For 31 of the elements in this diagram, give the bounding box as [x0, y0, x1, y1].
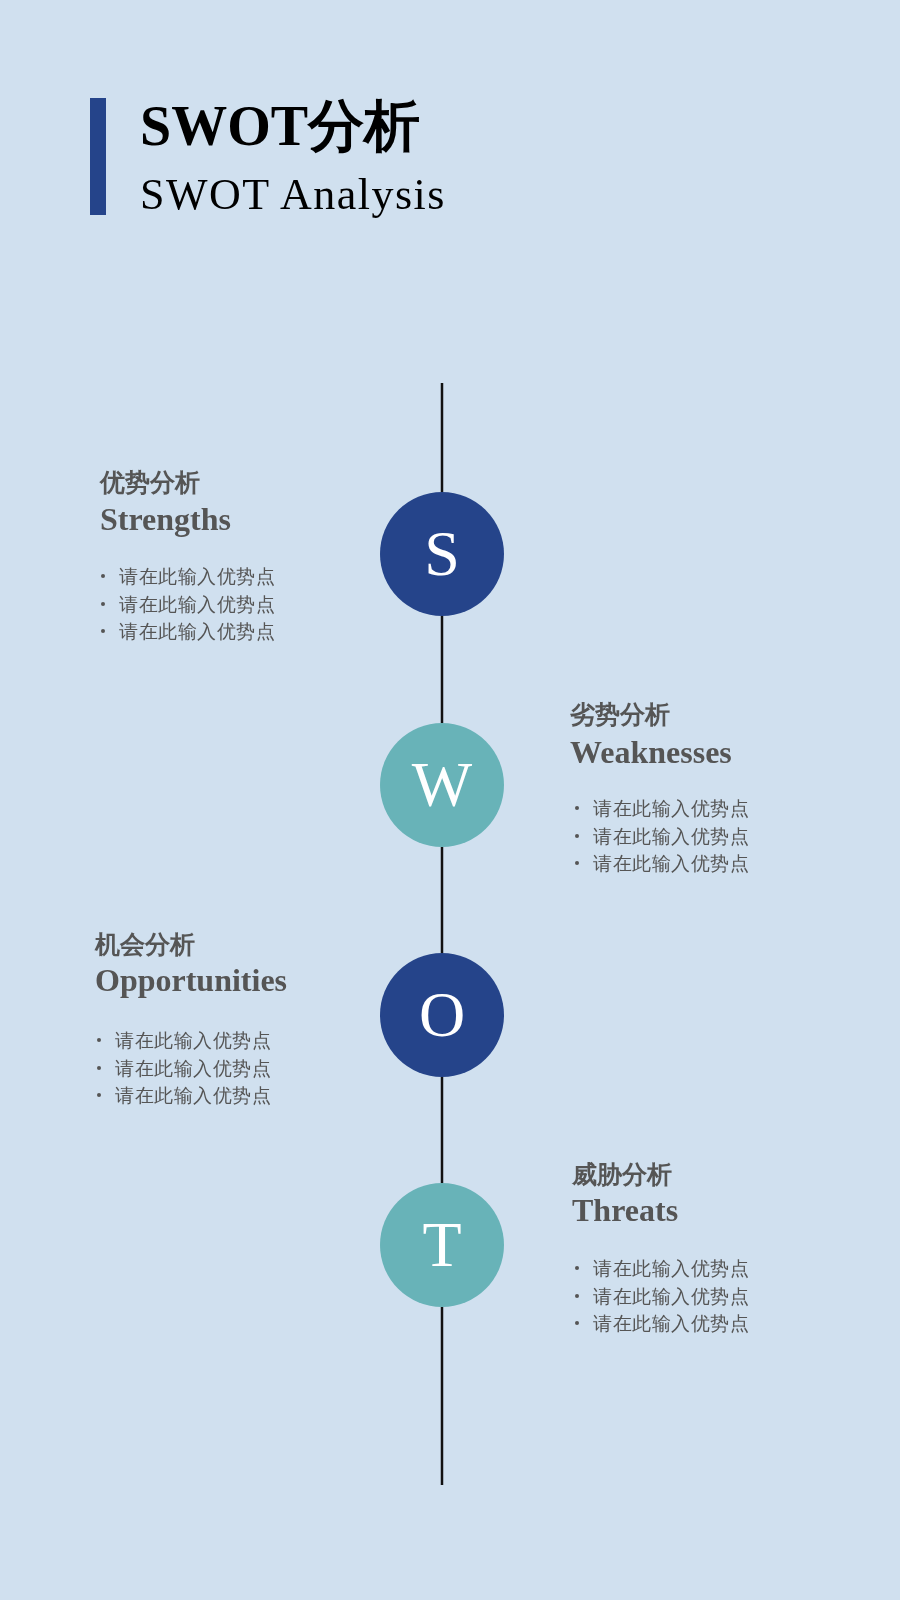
- section-subheading: Opportunities: [95, 962, 288, 998]
- bullet-item: 请在此输入优势点: [101, 563, 275, 589]
- bullet-item: 请在此输入优势点: [575, 850, 749, 876]
- bullet-item: 请在此输入优势点: [101, 618, 275, 644]
- section-heading: 劣势分析: [570, 700, 670, 730]
- connector-line: [440, 616, 444, 723]
- subtitle: SWOT Analysis: [140, 170, 446, 220]
- letter-circle: S: [380, 492, 504, 616]
- connector-line: [440, 383, 444, 492]
- bullet-item: 请在此输入优势点: [97, 1027, 271, 1053]
- section-subheading: Weaknesses: [570, 734, 732, 770]
- connector-line: [440, 1077, 444, 1183]
- section-subheading: Threats: [572, 1192, 679, 1228]
- letter-circle: O: [380, 953, 504, 1077]
- section-subheading: Strengths: [100, 501, 231, 537]
- bullet-item: 请在此输入优势点: [101, 590, 275, 617]
- connector-line: [440, 847, 444, 953]
- letter-circle: W: [380, 723, 504, 847]
- section-heading: 优势分析: [100, 468, 200, 498]
- section-heading: 威胁分析: [572, 1160, 672, 1190]
- bullet-item: 请在此输入优势点: [575, 1282, 749, 1309]
- letter-circle: T: [380, 1183, 504, 1307]
- section-heading: 机会分析: [95, 930, 195, 960]
- connector-line: [440, 1307, 444, 1485]
- bullet-item: 请在此输入优势点: [575, 1310, 749, 1336]
- bullet-item: 请在此输入优势点: [575, 1255, 749, 1281]
- bullet-item: 请在此输入优势点: [97, 1082, 271, 1108]
- bullet-item: 请在此输入优势点: [575, 795, 749, 821]
- title: SWOT分析: [140, 96, 421, 156]
- bullet-item: 请在此输入优势点: [575, 822, 749, 849]
- bullet-item: 请在此输入优势点: [97, 1054, 271, 1081]
